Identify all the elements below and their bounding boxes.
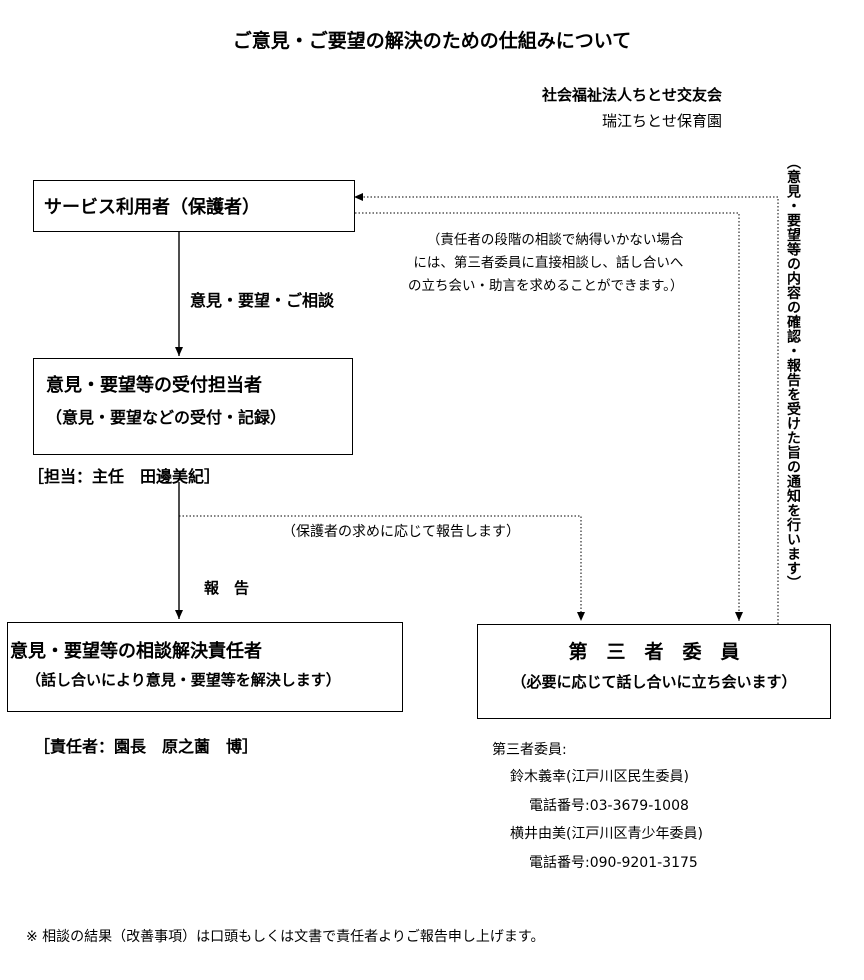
footnote: ※ 相談の結果（改善事項）は口頭もしくは文書で責任者よりご報告申し上げます。 [26,929,545,945]
box-resolver-label: 意見・要望等の相談解決責任者 [10,641,262,662]
member-name: 鈴木義幸(江戸川区民生委員) [510,769,689,785]
box-reception-label: 意見・要望等の受付担当者 [46,375,262,396]
organization-name: 社会福祉法人ちとせ交友会 [541,86,722,104]
reception-person: ［担当：主任 田邊美紀］ [28,467,221,486]
note-line: には、第三者委員に直接相談し、話し合いへ [413,255,684,271]
box-service-user: サービス利用者（保護者） [33,180,355,232]
box-resolver: 意見・要望等の相談解決責任者 （話し合いにより意見・要望等を解決します） [7,622,403,712]
note-line: （責任者の段階の相談で納得いかない場合 [426,232,684,248]
label-user-to-reception: 意見・要望・ご相談 [190,291,335,310]
third-party-heading: 第三者委員: [492,742,567,758]
box-reception-sublabel: （意見・要望などの受付・記録） [46,408,287,427]
box-third-party-sublabel: （必要に応じて話し合いに立ち会います） [511,673,797,691]
box-third-party: 第 三 者 委 員 （必要に応じて話し合いに立ち会います） [477,624,831,719]
resolver-person: ［責任者：園長 原之薗 博］ [34,737,259,756]
member-name: 横井由美(江戸川区青少年委員) [510,826,703,842]
arrow-user-to-third [355,212,743,621]
box-third-party-label: 第 三 者 委 員 [568,641,740,663]
member-phone: 電話番号:090-9201-3175 [529,855,698,871]
label-reception-to-third: （保護者の求めに応じて報告します） [282,524,520,540]
facility-name: 瑞江ちとせ保育園 [601,112,722,130]
box-service-user-label: サービス利用者（保護者） [44,197,260,218]
box-resolver-sublabel: （話し合いにより意見・要望等を解決します） [26,671,341,689]
arrow-third-to-user [354,193,779,624]
arrow-reception-to-third [179,515,585,621]
note-confirmation-notice: （意見・要望等の内容の確認・報告を受けた旨の通知を行います） [785,155,801,590]
page-title: ご意見・ご要望の解決のための仕組みについて [232,30,632,52]
label-reception-to-resolver: 報 告 [204,579,250,597]
box-reception: 意見・要望等の受付担当者 （意見・要望などの受付・記録） [33,358,353,455]
note-line: の立ち会い・助言を求めることができます。） [408,278,684,294]
note-direct-consultation: （責任者の段階の相談で納得いかない場合 には、第三者委員に直接相談し、話し合いへ… [408,229,683,298]
member-phone: 電話番号:03-3679-1008 [529,798,689,814]
